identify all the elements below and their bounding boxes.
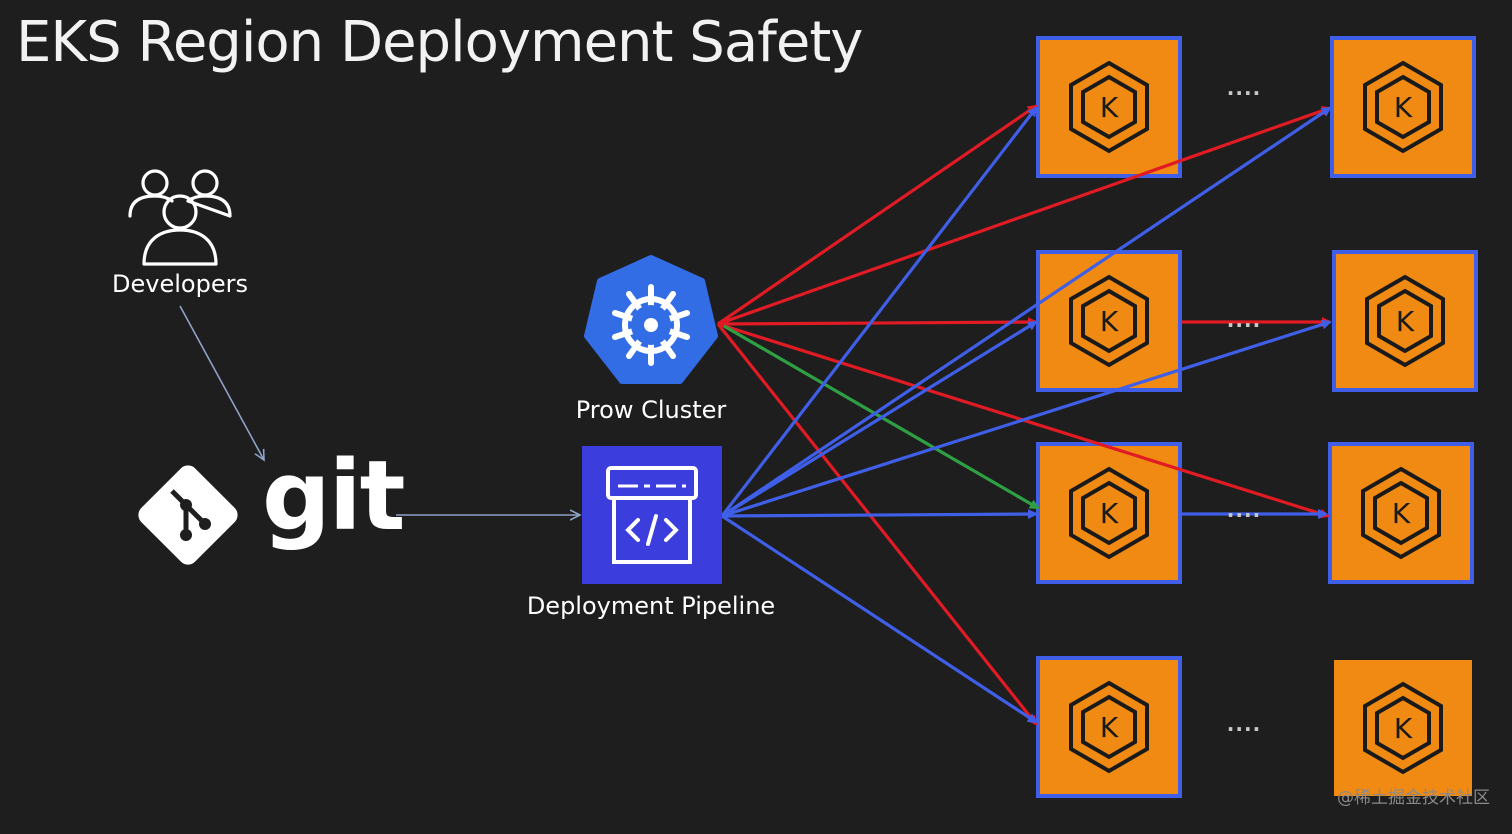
- eks-icon: K: [1361, 466, 1441, 560]
- svg-text:K: K: [1394, 91, 1413, 124]
- page-title: EKS Region Deployment Safety: [16, 10, 863, 75]
- ellipsis-row-1: ....: [1226, 76, 1262, 100]
- eks-cluster-box: K: [1330, 36, 1476, 178]
- eks-icon: K: [1363, 60, 1443, 154]
- watermark: @稀土掘金技术社区: [1337, 788, 1490, 808]
- eks-icon: K: [1069, 466, 1149, 560]
- svg-text:K: K: [1394, 712, 1413, 745]
- kubernetes-icon: [584, 255, 718, 384]
- developers-icon: [128, 169, 232, 266]
- pipeline-arrow: [720, 106, 1038, 517]
- prow-arrow: [716, 323, 1038, 726]
- prow-arrows: [716, 104, 1332, 726]
- eks-icon: K: [1069, 274, 1149, 368]
- eks-cluster-box: K: [1036, 656, 1182, 798]
- deployment-pipeline-label: Deployment Pipeline: [526, 592, 776, 620]
- pipeline-arrows: [720, 106, 1332, 724]
- svg-text:K: K: [1100, 91, 1119, 124]
- eks-icon: K: [1363, 681, 1443, 775]
- developers-label: Developers: [112, 270, 248, 298]
- eks-icon: K: [1365, 274, 1445, 368]
- pipeline-icon: [582, 446, 722, 584]
- ellipsis-row-4: ....: [1226, 712, 1262, 736]
- prow-arrow: [717, 104, 1038, 326]
- prow-arrow: [717, 105, 1332, 326]
- eks-cluster-box: K: [1332, 250, 1478, 392]
- git-logo-icon: [138, 465, 238, 565]
- svg-text:K: K: [1100, 497, 1119, 530]
- eks-icon: K: [1069, 60, 1149, 154]
- pipeline-arrow: [721, 320, 1038, 518]
- svg-text:K: K: [1100, 711, 1119, 744]
- svg-text:K: K: [1396, 305, 1415, 338]
- eks-cluster-box: K: [1328, 442, 1474, 584]
- eks-cluster-grid: K K K K: [1036, 36, 1478, 798]
- prow-arrow: [717, 317, 1038, 328]
- svg-text:K: K: [1100, 305, 1119, 338]
- prow-cluster-label: Prow Cluster: [575, 396, 727, 424]
- developers-to-git-arrow: [179, 305, 264, 460]
- eks-cluster-box: K: [1036, 442, 1182, 584]
- pipeline-arrow: [721, 509, 1038, 520]
- eks-cluster-box: K: [1036, 250, 1182, 392]
- pipeline-arrow: [721, 514, 1038, 724]
- eks-cluster-box: K: [1036, 36, 1182, 178]
- git-wordmark: git: [262, 440, 406, 552]
- pipeline-arrow: [721, 319, 1332, 518]
- ellipsis-row-3: ....: [1226, 498, 1262, 522]
- eks-cluster-box: K: [1334, 660, 1472, 796]
- eks-icon: K: [1069, 680, 1149, 774]
- svg-text:K: K: [1392, 497, 1411, 530]
- ellipsis-row-2: ....: [1226, 308, 1262, 332]
- pipeline-arrow: [721, 106, 1332, 518]
